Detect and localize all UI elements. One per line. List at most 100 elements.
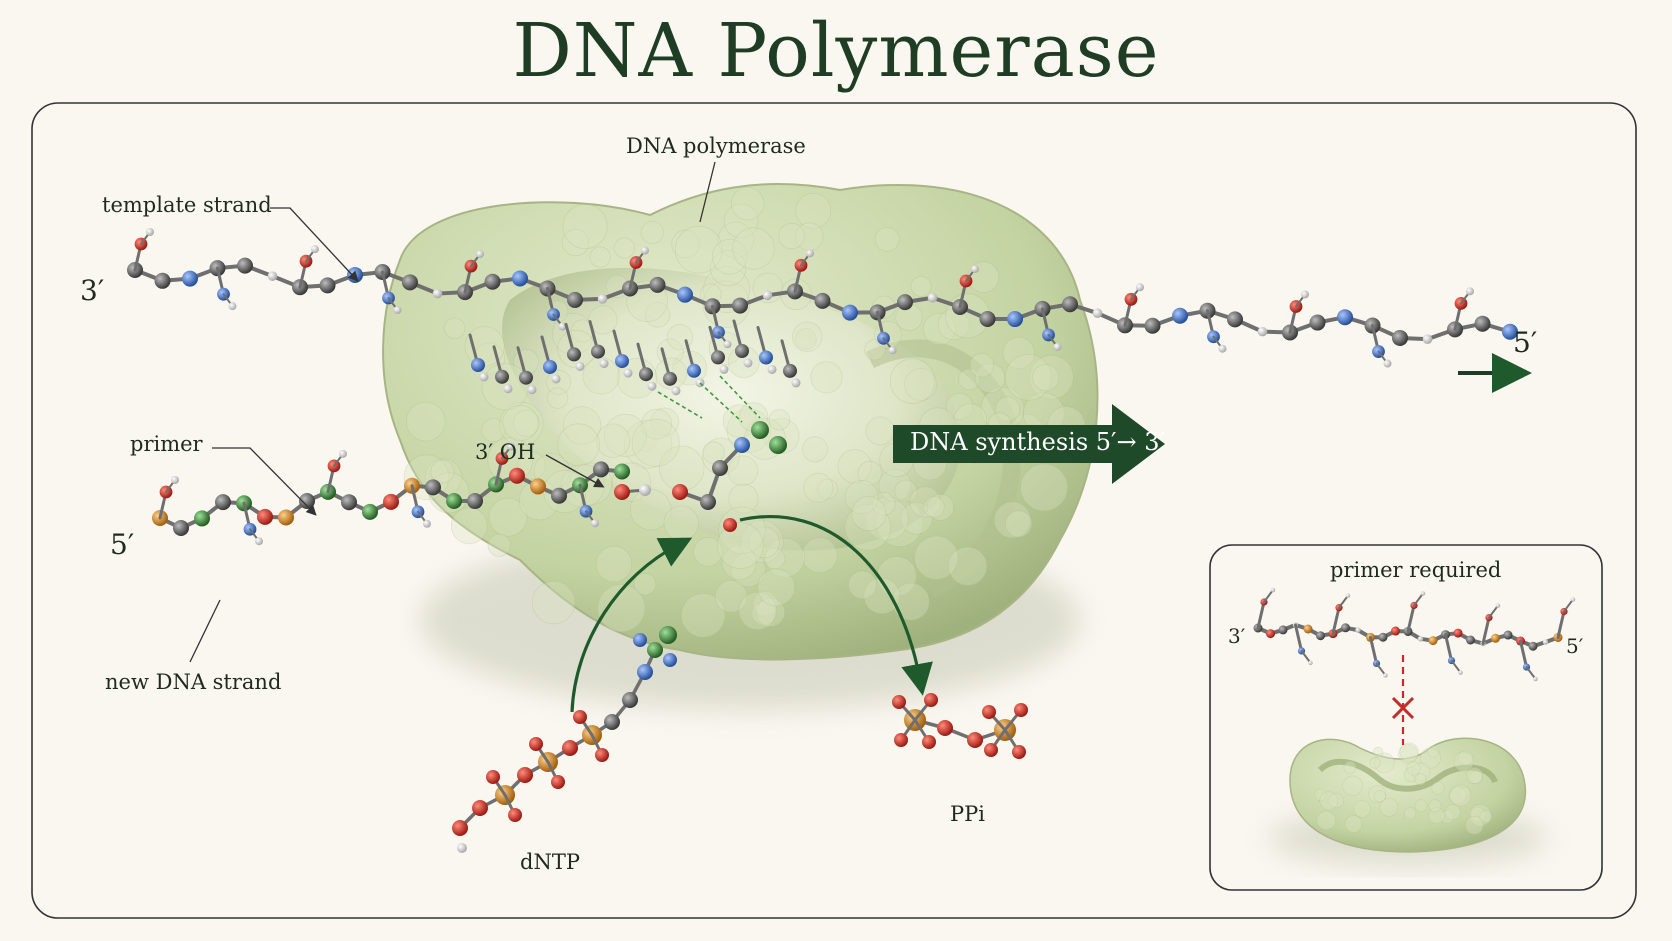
bond <box>1413 592 1424 607</box>
template-strand-h-atom <box>146 228 154 236</box>
template-strand-atom <box>512 270 528 287</box>
template-strand-atom <box>927 292 938 303</box>
template-strand-atom <box>842 304 858 321</box>
label-template-5-end: 5′ <box>1513 326 1538 359</box>
bond <box>1525 666 1537 681</box>
oh-leader-line <box>545 454 605 488</box>
base-h-atom <box>623 368 633 378</box>
template-strand-atom <box>1172 307 1188 324</box>
primer-strand-h-atom <box>171 476 179 484</box>
bond <box>1450 659 1462 674</box>
primer-strand-atom <box>278 509 294 526</box>
label-new-strand: new DNA strand <box>105 670 282 694</box>
template-strand-h-atom <box>311 245 319 254</box>
primer-oh-oxygen <box>614 484 630 500</box>
ppi-atom <box>937 720 953 736</box>
template-strand-atom <box>1062 296 1078 313</box>
dntp-atom <box>472 800 488 816</box>
dntp-atom <box>562 740 578 756</box>
base-atom <box>687 363 701 378</box>
template-strand-atom <box>1227 311 1243 328</box>
label-synthesis-direction: DNA synthesis 5′→ 3′ <box>910 428 1165 456</box>
template-strand-h-atom <box>806 249 814 258</box>
base-h-atom <box>695 378 705 388</box>
ppi-oxygen <box>894 733 908 747</box>
label-3-oh: 3′ OH <box>475 440 536 464</box>
ppi-oxygen <box>984 743 998 757</box>
label-primer: primer <box>130 432 203 456</box>
inset-panel-frame <box>1209 544 1603 891</box>
inset-strand-atom <box>1266 629 1275 639</box>
dntp-phosphate-oxygen <box>595 748 609 762</box>
bond <box>1300 649 1312 664</box>
inset-strand-h-atom <box>1383 673 1388 678</box>
base-atom <box>663 371 677 386</box>
template-strand-h-atom <box>888 346 897 355</box>
dntp-site-atom <box>734 437 750 453</box>
template-strand-atom <box>979 310 996 327</box>
template-strand-atom <box>1309 314 1326 331</box>
dntp-base-atom <box>659 626 677 644</box>
inset-strand-h-atom <box>1345 593 1351 598</box>
ppi-oxygen <box>1012 745 1026 759</box>
bond <box>1256 600 1266 630</box>
base-h-atom <box>743 358 753 368</box>
template-strand-atom <box>1257 326 1268 337</box>
inset-enzyme-shape <box>1268 737 1548 866</box>
base-atom <box>711 350 725 365</box>
template-strand-atom <box>267 271 278 281</box>
bond <box>1331 606 1341 636</box>
template-strand-atom <box>732 297 748 314</box>
primer-strand-atom <box>257 508 273 525</box>
base-atom <box>495 369 509 384</box>
hydrogen-bonds <box>657 375 761 423</box>
bond <box>1488 604 1499 619</box>
inset-strand-h-atom <box>1458 670 1463 675</box>
dntp-base-atom <box>663 653 677 667</box>
dntp-site-atom <box>712 460 728 476</box>
bond <box>1556 609 1566 639</box>
dntp-phosphate-oxygen <box>573 710 587 724</box>
primer-strand-atom <box>215 494 231 511</box>
inset-strand-atom <box>1428 636 1438 646</box>
synthesis-arrow <box>893 404 1165 484</box>
template-strand-atom <box>432 288 443 299</box>
template-strand-h-atom <box>558 322 567 331</box>
base-h-atom <box>479 372 489 382</box>
bond <box>1294 623 1303 653</box>
inset-enzyme-texture <box>1314 742 1493 835</box>
inset-strand-atom <box>1417 636 1424 642</box>
base-atom <box>759 350 773 365</box>
template-strand-h-atom <box>1466 287 1474 296</box>
dntp-phosphate-oxygen <box>529 737 543 751</box>
inset-strand-atom <box>1378 632 1388 642</box>
primer-strand-atom <box>509 467 525 484</box>
bond <box>1375 662 1387 677</box>
ppi-oxygen <box>922 735 936 749</box>
bond <box>1481 616 1491 646</box>
primer-strand-atom <box>383 493 399 510</box>
template-strand-atom <box>649 276 666 293</box>
primer-strand-atom <box>530 478 546 495</box>
template-strand-atom <box>1092 308 1103 318</box>
template-strand-atom <box>1337 309 1353 326</box>
template-strand-atom <box>484 273 501 290</box>
base-atom <box>567 347 581 362</box>
base-h-atom <box>599 359 609 369</box>
primer-strand-atom <box>425 479 441 496</box>
dntp-phosphate-oxygen <box>508 808 522 822</box>
bond <box>1563 598 1574 613</box>
template-strand-atom <box>1422 334 1433 344</box>
template-strand-h-atom <box>476 250 484 259</box>
template-strand-atom <box>237 257 253 274</box>
dntp-phosphate-oxygen <box>551 775 565 789</box>
inset-strand-atom <box>1341 623 1350 633</box>
template-strand-h-atom <box>393 306 402 315</box>
primer-strand-atom <box>446 492 462 509</box>
template-strand-h-atom <box>1301 290 1309 299</box>
base-atom <box>615 354 629 369</box>
page-title: DNA Polymerase <box>512 8 1160 94</box>
template-strand-atom <box>814 292 831 309</box>
primer-strand-atom <box>551 487 567 504</box>
